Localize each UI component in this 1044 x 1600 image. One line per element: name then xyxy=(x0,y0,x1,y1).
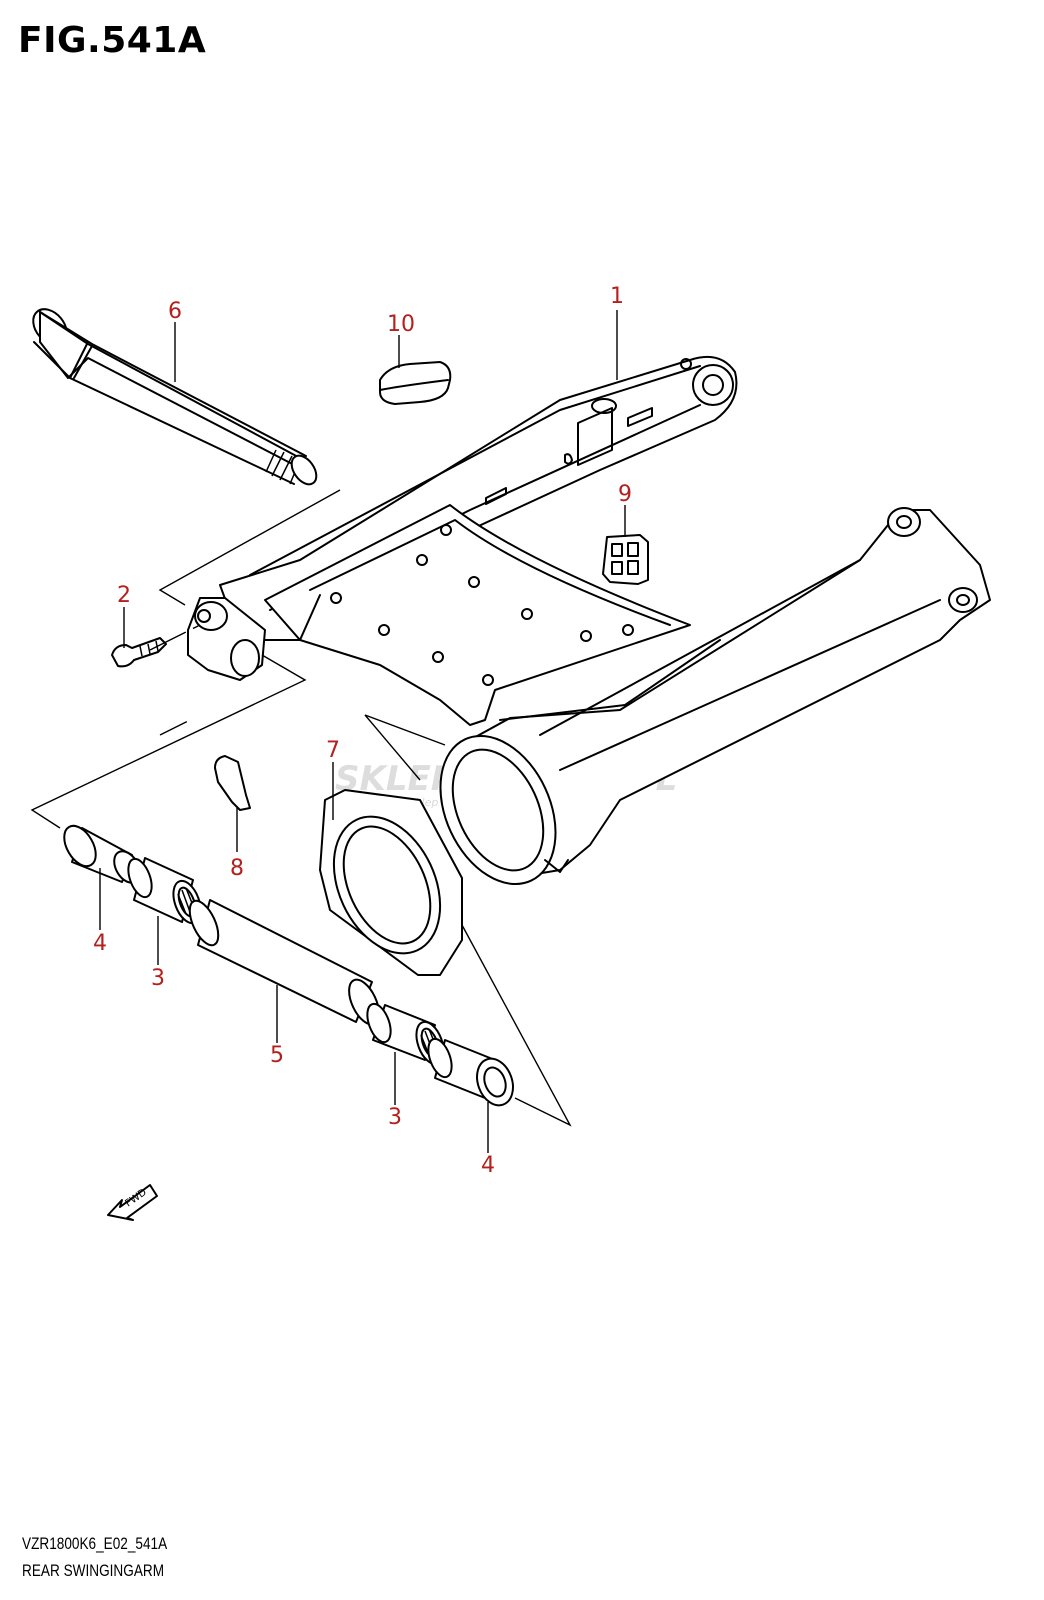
bolt xyxy=(111,637,167,668)
callout-numbers: 1 2 3 3 4 4 5 6 7 8 9 10 xyxy=(93,284,632,1178)
callout-8: 8 xyxy=(230,856,244,881)
diagram-code: VZR1800K6_E02_541A xyxy=(22,1534,168,1553)
callout-10: 10 xyxy=(387,312,415,337)
callout-5: 5 xyxy=(270,1043,284,1068)
fwd-arrow-icon: FWD xyxy=(107,1184,158,1221)
pivot-shaft xyxy=(32,308,318,486)
swingarm-body xyxy=(187,356,991,886)
spacer-tube xyxy=(188,899,380,1026)
figure-title: FIG.541A xyxy=(18,20,207,61)
callout-leaders xyxy=(99,310,626,1153)
callout-4b: 4 xyxy=(481,1153,495,1178)
figure-footer: VZR1800K6_E02_541A REAR SWINGINGARM xyxy=(22,1530,203,1584)
callout-6: 6 xyxy=(168,299,182,324)
boot-seal xyxy=(319,789,463,976)
clip xyxy=(214,755,251,811)
callout-2: 2 xyxy=(117,583,131,608)
callout-4a: 4 xyxy=(93,931,107,956)
cap-plate xyxy=(602,534,649,585)
callout-9: 9 xyxy=(618,482,632,507)
cap-plug xyxy=(379,361,452,405)
callout-7: 7 xyxy=(326,738,340,763)
callout-1: 1 xyxy=(610,284,624,309)
callout-3b: 3 xyxy=(388,1105,402,1130)
assembly-guide-lines xyxy=(30,489,572,1127)
callout-3a: 3 xyxy=(151,966,165,991)
diagram-name: REAR SWINGINGARM xyxy=(22,1561,165,1580)
bush-right xyxy=(427,1037,514,1107)
